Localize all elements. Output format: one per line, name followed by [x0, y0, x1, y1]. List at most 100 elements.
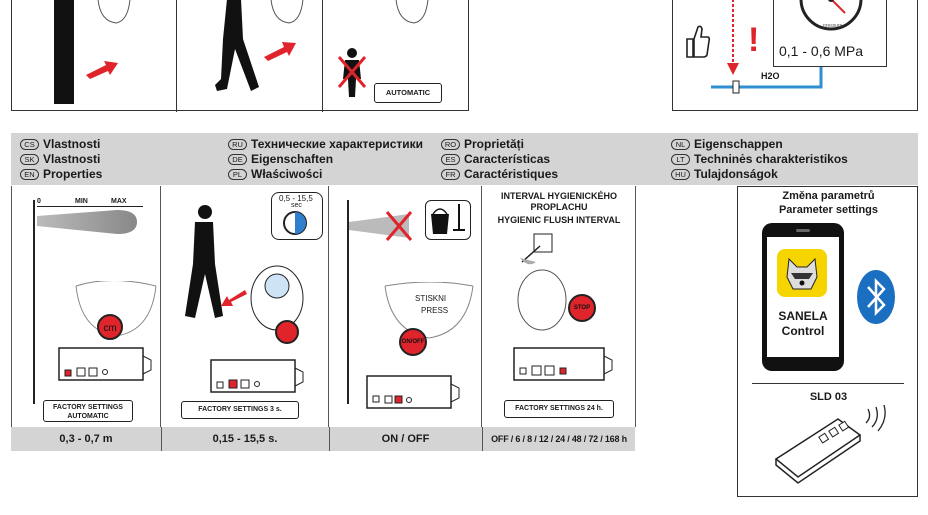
language-header-band — [11, 133, 918, 185]
sanela-app-icon[interactable] — [777, 249, 827, 297]
control-unit-icon — [58, 347, 152, 381]
app-panel-divider — [752, 383, 904, 384]
app-name-line-1: SANELA — [778, 309, 828, 323]
language-code-badge: NL — [671, 139, 690, 150]
delay-panel: 0,5 - 15,5 sec FACTORY SETTINGS 3 s. — [161, 186, 329, 427]
crossed-person-icon — [337, 48, 367, 97]
urinal-outline-icon — [384, 282, 474, 339]
language-heading: Tulajdonságok — [694, 167, 778, 181]
on-off-button[interactable]: ON/OFF — [399, 328, 427, 356]
language-heading: Proprietăți — [464, 137, 525, 151]
language-code-badge: ES — [441, 154, 460, 165]
language-heading: Eigenschaften — [251, 152, 334, 166]
language-row: HU Tulajdonságok — [671, 167, 848, 182]
wall-line — [33, 200, 35, 404]
value-divider — [329, 427, 330, 451]
control-unit-icon — [210, 359, 304, 393]
urinal-outline-icon — [517, 269, 567, 331]
urinal-outline-icon — [97, 0, 131, 24]
range-zero-label: 0 — [37, 198, 41, 205]
on-off-value: ON / OFF — [381, 433, 430, 445]
language-row: FR Caractéristiques — [441, 167, 558, 182]
factory-settings-value: AUTOMATIC — [67, 413, 109, 420]
control-unit-icon — [513, 347, 613, 381]
language-column-1: CS Vlastnosti SK Vlastnosti EN Properties — [20, 137, 102, 182]
hygienic-flush-panel: INTERVAL HYGIENICKÉHO PROPLACHU HYGIENIC… — [482, 186, 636, 427]
delay-value: 0,15 - 15,5 s. — [212, 433, 278, 445]
urinal-outline-icon — [270, 0, 304, 24]
language-heading: Vlastnosti — [43, 152, 101, 166]
language-row: RO Proprietăți — [441, 137, 558, 152]
phone-speaker — [796, 229, 810, 232]
value-band — [11, 427, 635, 451]
range-min-label: MIN — [75, 198, 88, 205]
app-name-line-2: Control — [781, 324, 825, 338]
detection-range-panel: 0 MIN MAX cm FACTORY SETTINGS AUTOMATIC — [11, 186, 161, 427]
raccoon-icon — [786, 257, 818, 290]
stop-button[interactable]: STOP — [568, 294, 596, 322]
language-code-badge: HU — [671, 169, 690, 180]
language-code-badge: RO — [441, 139, 460, 150]
language-code-badge: CS — [20, 139, 39, 150]
urinal-outline-icon — [395, 0, 429, 24]
gauge-unit-label: pressure — [823, 23, 843, 29]
language-code-badge: PL — [228, 169, 247, 180]
flush-valve-icon — [520, 233, 553, 265]
cleaning-frame — [425, 200, 471, 240]
range-scale-line — [37, 206, 143, 207]
language-code-badge: FR — [441, 169, 460, 180]
red-arrow-icon — [86, 61, 118, 79]
app-settings-panel: Změna parametrů Parameter settings SANEL… — [737, 186, 918, 497]
thumbs-up-icon — [686, 25, 711, 58]
language-row: RU Технические характеристики — [228, 137, 423, 152]
factory-settings-tag: FACTORY SETTINGS 24 h. — [504, 400, 614, 418]
water-pipe-icon — [711, 61, 823, 94]
range-max-label: MAX — [111, 198, 127, 205]
language-row: EN Properties — [20, 167, 102, 182]
water-pressure-panel: ! H2O pressure 0,1 - 0,6 MPa — [672, 0, 918, 111]
range-value: 0,3 - 0,7 m — [59, 433, 113, 445]
language-code-badge: LT — [671, 154, 690, 165]
red-arrow-icon — [264, 42, 296, 61]
language-code-badge: DE — [228, 154, 247, 165]
hygienic-title-cs: INTERVAL HYGIENICKÉHO PROPLACHU — [500, 191, 617, 212]
language-code-badge: EN — [20, 169, 39, 180]
red-down-arrow-icon — [727, 0, 739, 75]
automatic-tag: AUTOMATIC — [374, 83, 442, 103]
language-column-2: RU Технические характеристики DE Eigenscha… — [228, 137, 423, 182]
timer-unit-label: sec — [291, 202, 302, 209]
value-divider — [482, 427, 483, 451]
cm-button[interactable]: cm — [97, 314, 123, 340]
pressure-gauge-icon — [799, 0, 863, 31]
factory-settings-line: FACTORY SETTINGS — [53, 404, 123, 411]
standing-person-icon — [54, 0, 74, 104]
language-code-badge: RU — [228, 139, 247, 150]
language-heading: Właściwości — [251, 167, 323, 181]
walking-person-icon — [215, 0, 259, 91]
language-row: SK Vlastnosti — [20, 152, 102, 167]
factory-settings-tag: FACTORY SETTINGS 3 s. — [181, 401, 299, 419]
language-code-badge: SK — [20, 154, 39, 165]
language-heading: Properties — [43, 167, 103, 181]
settings-panels-frame — [11, 186, 636, 427]
water-label: H2O — [761, 71, 780, 81]
press-label-en: PRESS — [421, 306, 449, 315]
language-heading: Techninės charakteristikos — [694, 152, 848, 166]
sensor-beam-icon — [37, 210, 137, 234]
hygienic-title-en: HYGIENIC FLUSH INTERVAL — [497, 215, 621, 225]
timer-range-label: 0,5 - 15,5 — [279, 194, 313, 203]
cleaning-bucket-icon — [431, 204, 465, 234]
wall-line — [347, 200, 349, 404]
language-heading: Caractéristiques — [464, 167, 559, 181]
top-left-illustration-panel: AUTOMATIC — [11, 0, 469, 112]
pressure-range-label: 0,1 - 0,6 MPa — [779, 43, 864, 59]
clock-icon — [283, 211, 307, 235]
disabled-beam-icon — [349, 211, 413, 241]
timer-button[interactable] — [275, 320, 299, 344]
walking-person-icon — [185, 205, 223, 318]
language-heading: Технические характеристики — [251, 137, 424, 151]
